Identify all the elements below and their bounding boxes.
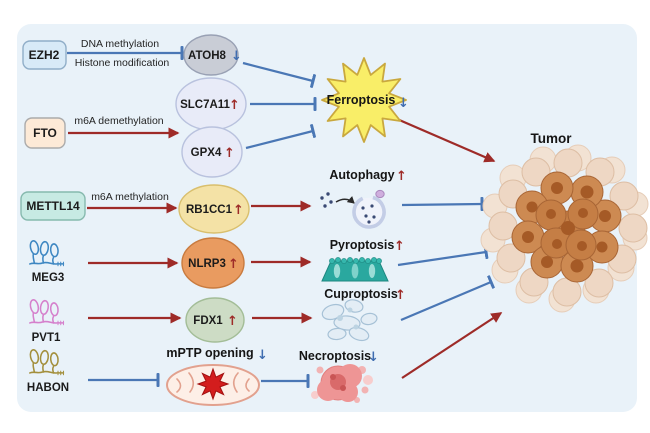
fto-label: FTO: [33, 126, 57, 140]
slc7a11-up-arrow: ↑: [229, 98, 240, 113]
ezh2-label: EZH2: [29, 48, 60, 62]
mettl14-box: METTL14: [20, 191, 86, 221]
rb1cc1-label: RB1CC1: [186, 204, 233, 216]
habon-label: HABON: [27, 382, 69, 394]
inhibition-arrow-autophagy-tumor: [401, 196, 484, 212]
pyroptosis-label: Pyroptosis: [330, 238, 395, 252]
inhibition-arrow-cuproptosis-tumor: [400, 275, 495, 322]
ferroptosis-label: Ferroptosis: [327, 93, 396, 107]
atoh8-label: ATOH8: [188, 50, 227, 62]
histone-modification-label: Histone modification: [75, 57, 170, 69]
autophagy-label: Autophagy: [329, 168, 394, 182]
pvt1-label: PVT1: [32, 332, 61, 344]
m6a-demethylation-label: m6A demethylation: [74, 115, 163, 127]
autophagosome-icon: [320, 189, 386, 229]
mitochondria-icon: [166, 364, 260, 406]
nlrp3-up-arrow: ↑: [228, 257, 239, 272]
nlrp3-label: NLRP3: [188, 258, 226, 270]
membrane-pore-icon: [321, 257, 389, 282]
gpx4-up-arrow: ↑: [224, 146, 235, 161]
mptp-burst-shape: [196, 367, 230, 401]
fto-box: FTO: [24, 117, 66, 149]
atoh8-node: ATOH8 ↓: [183, 34, 242, 76]
gpx4-node: GPX4 ↑: [181, 126, 243, 178]
inhibition-arrow-pyroptosis-tumor: [397, 244, 489, 267]
dna-methylation-label: DNA methylation: [81, 38, 159, 50]
activation-arrow-ferroptosis-tumor: [396, 117, 496, 163]
inhibition-arrow-atoh8-ferroptosis: [242, 61, 316, 88]
ezh2-box-shape: [22, 40, 67, 70]
meg3-label: MEG3: [32, 272, 65, 284]
necroptosis-down-arrow: ↓: [368, 350, 379, 365]
nlrp3-node: NLRP3 ↑: [181, 237, 245, 289]
fdx1-label: FDX1: [193, 315, 223, 327]
m6a-methylation-label: m6A methylation: [91, 191, 169, 203]
fdx1-up-arrow: ↑: [227, 314, 238, 329]
ezh2-box: EZH2: [22, 40, 67, 70]
protein-aggregate-icon: [321, 299, 378, 342]
cuproptosis-up-arrow: ↑: [395, 288, 406, 303]
gpx4-label: GPX4: [191, 147, 222, 159]
mettl14-box-shape: [20, 191, 86, 221]
necroptosis-label: Necroptosis: [299, 349, 371, 363]
atoh8-down-arrow: ↓: [231, 49, 242, 64]
necrotic-cell-icon: [311, 364, 373, 403]
mptp-down-arrow: ↓: [257, 348, 268, 363]
mptp-opening-label: mPTP opening: [166, 346, 253, 360]
tumor-label: Tumor: [531, 131, 573, 146]
pyroptosis-up-arrow: ↑: [394, 239, 405, 254]
inhibition-arrow-gpx4-ferroptosis: [245, 124, 316, 150]
tumor-cells-icon: [480, 144, 649, 313]
connector-lines: [67, 46, 503, 388]
slc7a11-node: SLC7A11 ↑: [175, 77, 247, 131]
ferroptosis-starburst-icon: Ferroptosis ↓: [321, 57, 409, 143]
cuproptosis-label: Cuproptosis: [324, 287, 398, 301]
slc7a11-label: SLC7A11: [180, 99, 230, 111]
fto-box-shape: [24, 117, 66, 149]
mettl14-label: METTL14: [26, 199, 80, 213]
fdx1-node: FDX1 ↑: [185, 297, 245, 343]
ferroptosis-down-arrow: ↓: [398, 96, 409, 111]
activation-arrow-necroptosis-tumor: [401, 312, 503, 379]
rb1cc1-up-arrow: ↑: [233, 203, 244, 218]
rb1cc1-node: RB1CC1 ↑: [178, 184, 250, 234]
autophagy-up-arrow: ↑: [396, 169, 407, 184]
